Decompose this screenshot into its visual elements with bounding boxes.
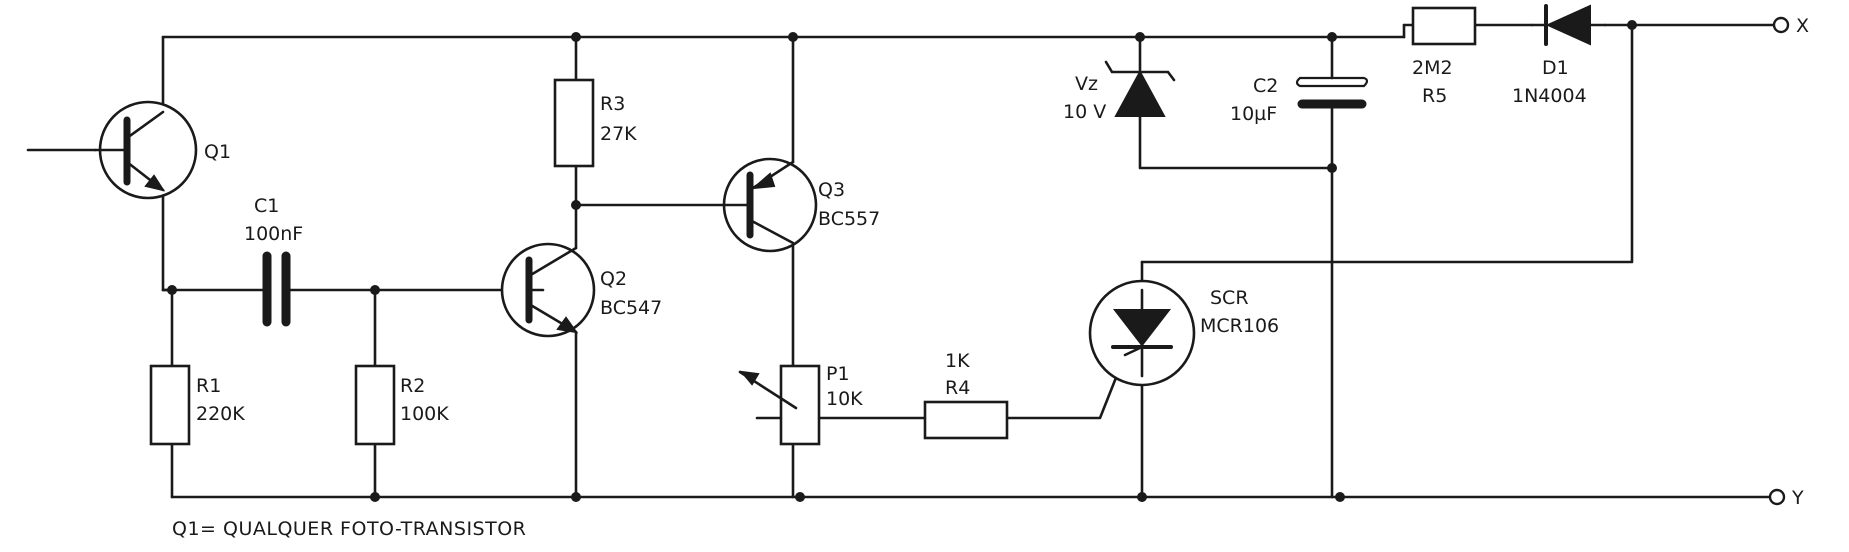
scr-value-label: MCR106 (1200, 315, 1279, 337)
junction-dot (1335, 492, 1345, 502)
q3-emitter-arrow-icon (750, 172, 776, 190)
d1-value-label: 1N4004 (1512, 85, 1587, 107)
junction-dot (1327, 163, 1337, 173)
scr-triangle-icon (1112, 309, 1172, 347)
junction-dot (1135, 32, 1145, 42)
q3-transistor: Q3 BC557 (722, 157, 880, 253)
r1-body (149, 364, 191, 446)
r2-body (354, 364, 396, 446)
junction-dot (571, 200, 581, 210)
r3-resistor: R3 27K (553, 78, 637, 168)
r3-body (553, 78, 595, 168)
q2-ref-label: Q2 (600, 268, 627, 290)
q3-collector-lead (748, 218, 795, 245)
r1-ref-label: R1 (196, 375, 221, 397)
q2-emitter-arrow-icon (556, 316, 579, 334)
c1-capacitor: C1 100nF (244, 195, 303, 327)
zener-bottom-wire (1138, 114, 1334, 170)
junction-dot (370, 285, 380, 295)
junction-dot (788, 32, 798, 42)
terminal-y: Y (1768, 487, 1804, 509)
r5-resistor: 2M2 R5 (1411, 6, 1477, 107)
scr-thyristor: SCR MCR106 (1088, 279, 1279, 387)
p1-ref-label: P1 (826, 363, 850, 385)
r5-value-label: 2M2 (1412, 57, 1453, 79)
vz-zener-diode: Vz 10 V (1063, 60, 1176, 123)
q3-value-label: BC557 (818, 208, 880, 230)
r4-ref-label: R4 (945, 377, 970, 399)
footnote-text: Q1= QUALQUER FOTO-TRANSISTOR (172, 518, 526, 540)
junctions (167, 20, 1637, 502)
vz-ref-label: Vz (1075, 73, 1098, 95)
c2-hollow-plate (1295, 76, 1369, 88)
junction-dot (571, 32, 581, 42)
r5-body (1411, 6, 1477, 46)
r2-value-label: 100K (400, 403, 449, 425)
junction-dot (795, 492, 805, 502)
q3-ref-label: Q3 (818, 179, 845, 201)
r3-ref-label: R3 (600, 93, 625, 115)
r4-body (923, 400, 1009, 440)
junction-dot (1137, 492, 1147, 502)
r4-value-label: 1K (945, 350, 970, 372)
q1-transistor: Q1 (93, 100, 231, 200)
c1-value-label: 100nF (244, 223, 303, 245)
q1-ref-label: Q1 (204, 141, 231, 163)
terminal-x-ring (1772, 16, 1790, 34)
q2-body (500, 242, 596, 338)
r1-value-label: 220K (196, 403, 245, 425)
r4-resistor: 1K R4 (923, 350, 1009, 440)
d1-diode: D1 1N4004 (1512, 4, 1607, 107)
terminal-y-ring (1768, 488, 1786, 506)
c2-value-label: 10µF (1230, 103, 1277, 125)
r2-resistor: R2 100K (354, 364, 449, 446)
c1-ref-label: C1 (254, 195, 279, 217)
junction-dot (1327, 32, 1337, 42)
p1-value-label: 10K (826, 388, 863, 410)
q2-transistor: Q2 BC547 (500, 242, 662, 338)
scr-x-wire (1140, 23, 1634, 264)
q2-collector-lead (527, 246, 578, 278)
terminal-x-label: X (1796, 15, 1809, 37)
vz-value-label: 10 V (1063, 101, 1106, 123)
zener-triangle-icon (1114, 69, 1166, 117)
terminal-y-label: Y (1791, 487, 1804, 509)
terminal-x: X (1772, 15, 1809, 37)
r2-ref-label: R2 (400, 375, 425, 397)
p1-body (779, 364, 821, 446)
junction-dot (167, 285, 177, 295)
r5-ref-label: R5 (1422, 85, 1447, 107)
r3-value-label: 27K (600, 123, 637, 145)
c2-capacitor: C2 10µF (1230, 75, 1369, 125)
c2-ref-label: C2 (1253, 75, 1278, 97)
p1-wiper-arrow-icon (739, 370, 760, 386)
junction-dot (571, 492, 581, 502)
p1-potentiometer: P1 10K (738, 363, 863, 446)
junction-dot (1627, 20, 1637, 30)
junction-dot (370, 492, 380, 502)
zener-bar (1104, 60, 1176, 82)
d1-triangle-icon (1545, 4, 1591, 46)
d1-ref-label: D1 (1542, 57, 1569, 79)
q1-collector-lead (125, 110, 165, 140)
scr-gate-lead (1123, 345, 1144, 357)
scr-ref-label: SCR (1210, 287, 1249, 309)
q1-emitter-arrow-icon (144, 174, 166, 192)
q2-value-label: BC547 (600, 297, 662, 319)
r1-resistor: R1 220K (149, 364, 245, 446)
